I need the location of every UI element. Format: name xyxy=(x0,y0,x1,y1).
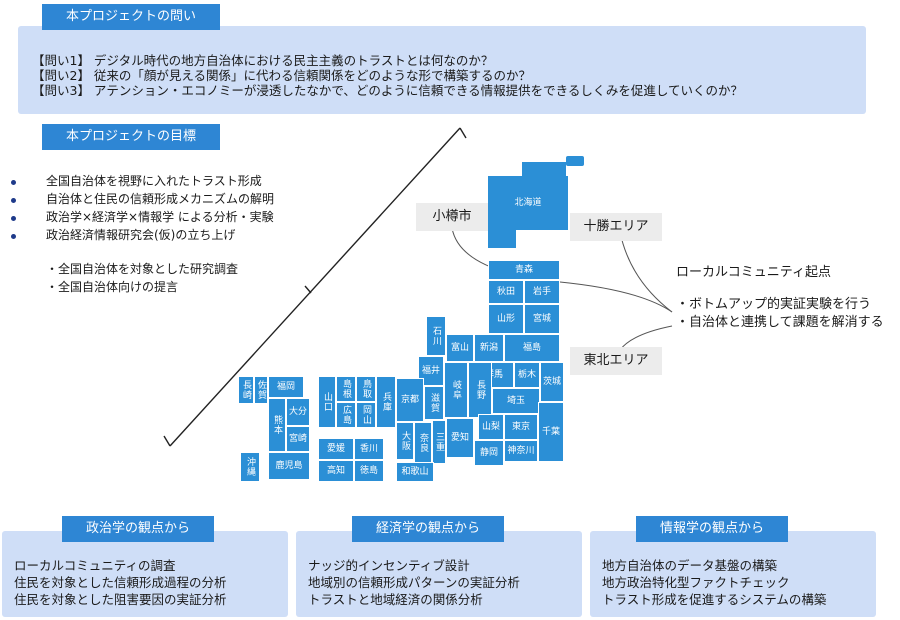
hokkaido-islet xyxy=(566,156,584,166)
pref-saitama: 埼玉 xyxy=(492,388,540,414)
pref-akita: 秋田 xyxy=(488,280,524,304)
pref-shizuoka: 静岡 xyxy=(474,440,504,466)
pref-kanagawa: 神奈川 xyxy=(504,440,538,462)
pref-kyoto: 京都 xyxy=(396,378,424,422)
pref-okinawa: 沖縄 xyxy=(240,452,260,482)
bullet-dot xyxy=(11,234,16,239)
bracket-end-bottom xyxy=(163,435,171,447)
pref-tokyo: 東京 xyxy=(504,414,538,440)
pref-nagasaki: 長崎 xyxy=(238,376,254,404)
pref-ehime: 愛媛 xyxy=(318,438,354,460)
pref-fukushima: 福島 xyxy=(504,334,560,362)
pref-nara: 奈良 xyxy=(414,422,432,464)
pref-shiga: 滋賀 xyxy=(424,386,444,420)
goal-1: 全国自治体を視野に入れたトラスト形成 xyxy=(46,174,262,188)
questions-tab: 本プロジェクトの問い xyxy=(42,4,220,30)
goal-sub-1: ・全国自治体を対象とした研究調査 xyxy=(46,262,239,276)
bullet-dot xyxy=(11,216,16,221)
question-2: 【問い2】 従来の「顔が見える関係」に代わる信頼関係をどのような形で構築するのか… xyxy=(32,68,532,83)
pref-yamaguchi: 山口 xyxy=(318,376,336,428)
goals-list: 全国自治体を視野に入れたトラスト形成 自治体と住民の信頼形成メカニズムの解明 政… xyxy=(0,172,330,302)
perspective-informatics-box: 地方自治体のデータ基盤の構築 地方政治特化型ファクトチェック トラスト形成を促進… xyxy=(590,531,876,617)
pref-aichi: 愛知 xyxy=(446,418,474,458)
pref-tochigi: 栃木 xyxy=(514,362,540,388)
perspective-politics-box: ローカルコミュニティの調査 住民を対象とした信頼形成過程の分析 住民を対象とした… xyxy=(2,531,288,617)
pref-fukuoka: 福岡 xyxy=(268,376,304,398)
pref-shimane: 島根 xyxy=(336,376,356,402)
pref-hiroshima: 広島 xyxy=(336,402,356,428)
pref-yamanashi: 山梨 xyxy=(478,414,504,440)
hokkaido-south xyxy=(488,228,516,248)
pref-iwate: 岩手 xyxy=(524,280,560,304)
informatics-line-3: トラスト形成を促進するシステムの構築 xyxy=(602,592,827,607)
bracket-line xyxy=(169,127,461,447)
hokkaido-north xyxy=(522,162,566,178)
pref-saga: 佐賀 xyxy=(254,376,268,404)
question-3: 【問い3】 アテンション・エコノミーが浸透したなかで、どのように信頼できる情報提… xyxy=(32,83,744,98)
pref-wakayama: 和歌山 xyxy=(396,462,434,482)
pref-toyama: 富山 xyxy=(446,334,474,362)
pref-ibaraki: 茨城 xyxy=(540,362,564,402)
pref-osaka: 大阪 xyxy=(396,422,414,460)
pref-kochi: 高知 xyxy=(318,460,354,482)
pref-okayama: 岡山 xyxy=(356,402,376,428)
pref-chiba: 千葉 xyxy=(538,402,564,462)
pref-nagano: 長野 xyxy=(468,362,492,418)
economics-line-1: ナッジ的インセンティブ設計 xyxy=(308,558,470,573)
perspective-informatics-tab: 情報学の観点から xyxy=(636,516,788,542)
local-community: ローカルコミュニティ起点 ・ボトムアップ的実証実験を行う ・自治体と連携して課題… xyxy=(676,264,884,332)
politics-line-2: 住民を対象とした信頼形成過程の分析 xyxy=(14,575,227,590)
goal-4: 政治経済情報研究会(仮)の立ち上げ xyxy=(46,228,236,242)
pref-hokkaido: 北海道 xyxy=(488,176,568,230)
politics-line-3: 住民を対象とした阻害要因の実証分析 xyxy=(14,592,227,607)
pref-kagoshima: 鹿児島 xyxy=(268,452,310,480)
goals-tab: 本プロジェクトの目標 xyxy=(42,124,220,150)
pref-aomori: 青森 xyxy=(488,260,560,280)
perspective-economics-tab: 経済学の観点から xyxy=(352,516,504,542)
callout-tohoku: 東北エリア xyxy=(570,347,662,375)
politics-line-1: ローカルコミュニティの調査 xyxy=(14,558,176,573)
goal-sub-2: ・全国自治体向けの提言 xyxy=(46,280,179,294)
pref-miyagi: 宮城 xyxy=(524,304,560,334)
bracket-end-top xyxy=(459,127,467,139)
questions-box: 【問い1】 デジタル時代の地方自治体における民主主義のトラストとは何なのか？ 【… xyxy=(18,26,866,114)
callout-otaru: 小樽市 xyxy=(416,203,488,231)
pref-mie: 三重 xyxy=(432,420,446,464)
local-community-item-1: ・ボトムアップ的実証実験を行う xyxy=(676,297,872,312)
callout-tokachi: 十勝エリア xyxy=(570,213,662,241)
pref-yamagata: 山形 xyxy=(488,304,524,334)
tokachi-connector xyxy=(619,231,673,313)
local-community-title: ローカルコミュニティ起点 xyxy=(676,265,831,280)
perspective-politics-tab: 政治学の観点から xyxy=(62,516,214,542)
pref-oita: 大分 xyxy=(286,398,310,426)
question-1: 【問い1】 デジタル時代の地方自治体における民主主義のトラストとは何なのか？ xyxy=(32,53,494,68)
bracket-mid-tick xyxy=(304,285,312,294)
perspective-economics-box: ナッジ的インセンティブ設計 地域別の信頼形成パターンの実証分析 トラストと地域経… xyxy=(296,531,582,617)
pref-tokushima: 徳島 xyxy=(354,460,384,482)
pref-kumamoto: 熊本 xyxy=(268,398,286,452)
pref-ishikawa: 石川 xyxy=(426,316,446,356)
economics-line-2: 地域別の信頼形成パターンの実証分析 xyxy=(308,575,520,590)
bullet-dot xyxy=(11,198,16,203)
informatics-line-1: 地方自治体のデータ基盤の構築 xyxy=(602,558,778,573)
pref-gifu: 岐阜 xyxy=(444,362,468,418)
questions-list: 【問い1】 デジタル時代の地方自治体における民主主義のトラストとは何なのか？ 【… xyxy=(32,53,743,98)
informatics-line-2: 地方政治特化型ファクトチェック xyxy=(602,575,790,590)
goal-3: 政治学×経済学×情報学 による分析・実験 xyxy=(46,210,274,224)
pref-kagawa: 香川 xyxy=(354,438,384,460)
economics-line-3: トラストと地域経済の関係分析 xyxy=(308,592,483,607)
pref-hyogo: 兵庫 xyxy=(376,376,396,428)
pref-niigata: 新潟 xyxy=(474,334,504,362)
bullet-dot xyxy=(11,180,16,185)
pref-miyazaki: 宮崎 xyxy=(286,426,310,452)
local-community-item-2: ・自治体と連携して課題を解消する xyxy=(676,315,884,330)
pref-tottori: 鳥取 xyxy=(356,376,376,402)
goal-2: 自治体と住民の信頼形成メカニズムの解明 xyxy=(46,192,275,206)
